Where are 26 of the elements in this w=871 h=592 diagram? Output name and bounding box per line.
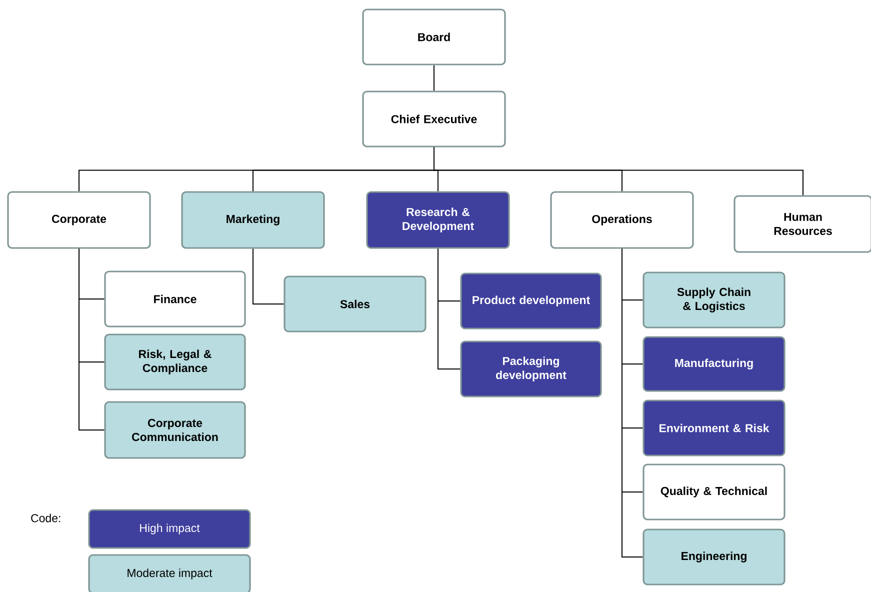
org-box: Risk, Legal & Compliance bbox=[104, 334, 246, 390]
legend-heading: Code: bbox=[31, 514, 60, 522]
org-box: Board bbox=[362, 8, 506, 66]
connector-line bbox=[438, 248, 461, 370]
org-box: Supply Chain & Logistics bbox=[642, 272, 786, 328]
org-box: Human Resources bbox=[734, 195, 871, 253]
org-box: Sales bbox=[284, 276, 426, 332]
org-box: Chief Executive bbox=[362, 90, 506, 148]
connector-line bbox=[434, 146, 804, 196]
org-box: Corporate Communication bbox=[104, 401, 246, 459]
connector-line bbox=[252, 248, 284, 304]
connector-line bbox=[78, 248, 105, 430]
org-box: Packaging development bbox=[460, 340, 602, 398]
org-box: Engineering bbox=[642, 528, 786, 586]
org-box: Product development bbox=[460, 272, 602, 330]
legend-text: High impact bbox=[140, 524, 200, 534]
org-box: Operations bbox=[550, 191, 694, 249]
connector-line bbox=[622, 248, 644, 558]
org-box: Corporate bbox=[7, 191, 151, 249]
org-box: Environment & Risk bbox=[642, 400, 786, 456]
org-box: Quality & Technical bbox=[642, 464, 786, 520]
org-box: Finance bbox=[104, 270, 246, 328]
org-box: Marketing bbox=[181, 191, 325, 249]
legend-text: Moderate impact bbox=[128, 568, 212, 580]
org-box: Manufacturing bbox=[642, 336, 786, 392]
org-box: Research & Development bbox=[366, 191, 510, 249]
